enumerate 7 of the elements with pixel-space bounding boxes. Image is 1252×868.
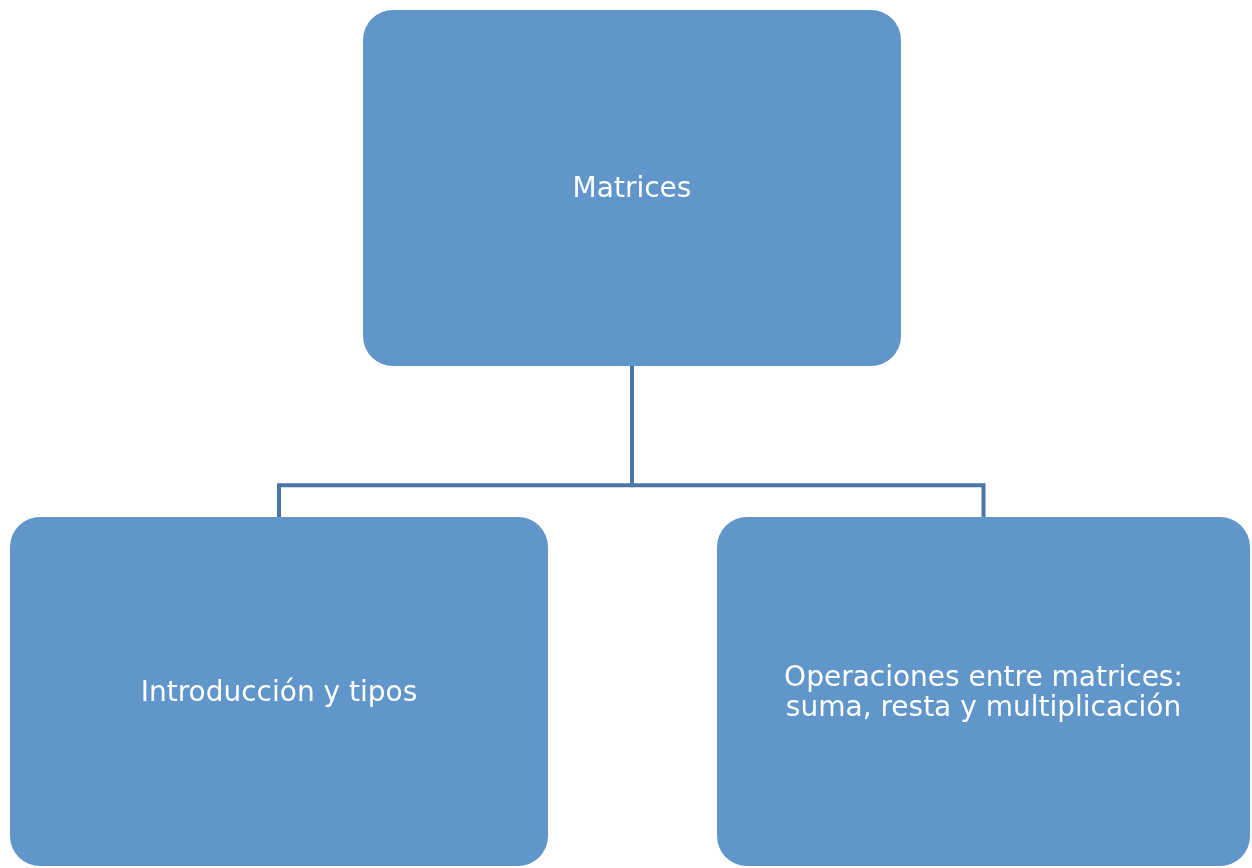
topic-label: Introducción y tipos	[140, 676, 418, 707]
topic-label: Operaciones entre matrices: suma, resta y multiplicación	[783, 662, 1184, 721]
topic-box	[363, 10, 901, 366]
topic-label: Matrices	[572, 173, 692, 203]
connector-line	[630, 366, 986, 517]
topic-box	[10, 517, 548, 866]
topic-box	[717, 517, 1250, 866]
